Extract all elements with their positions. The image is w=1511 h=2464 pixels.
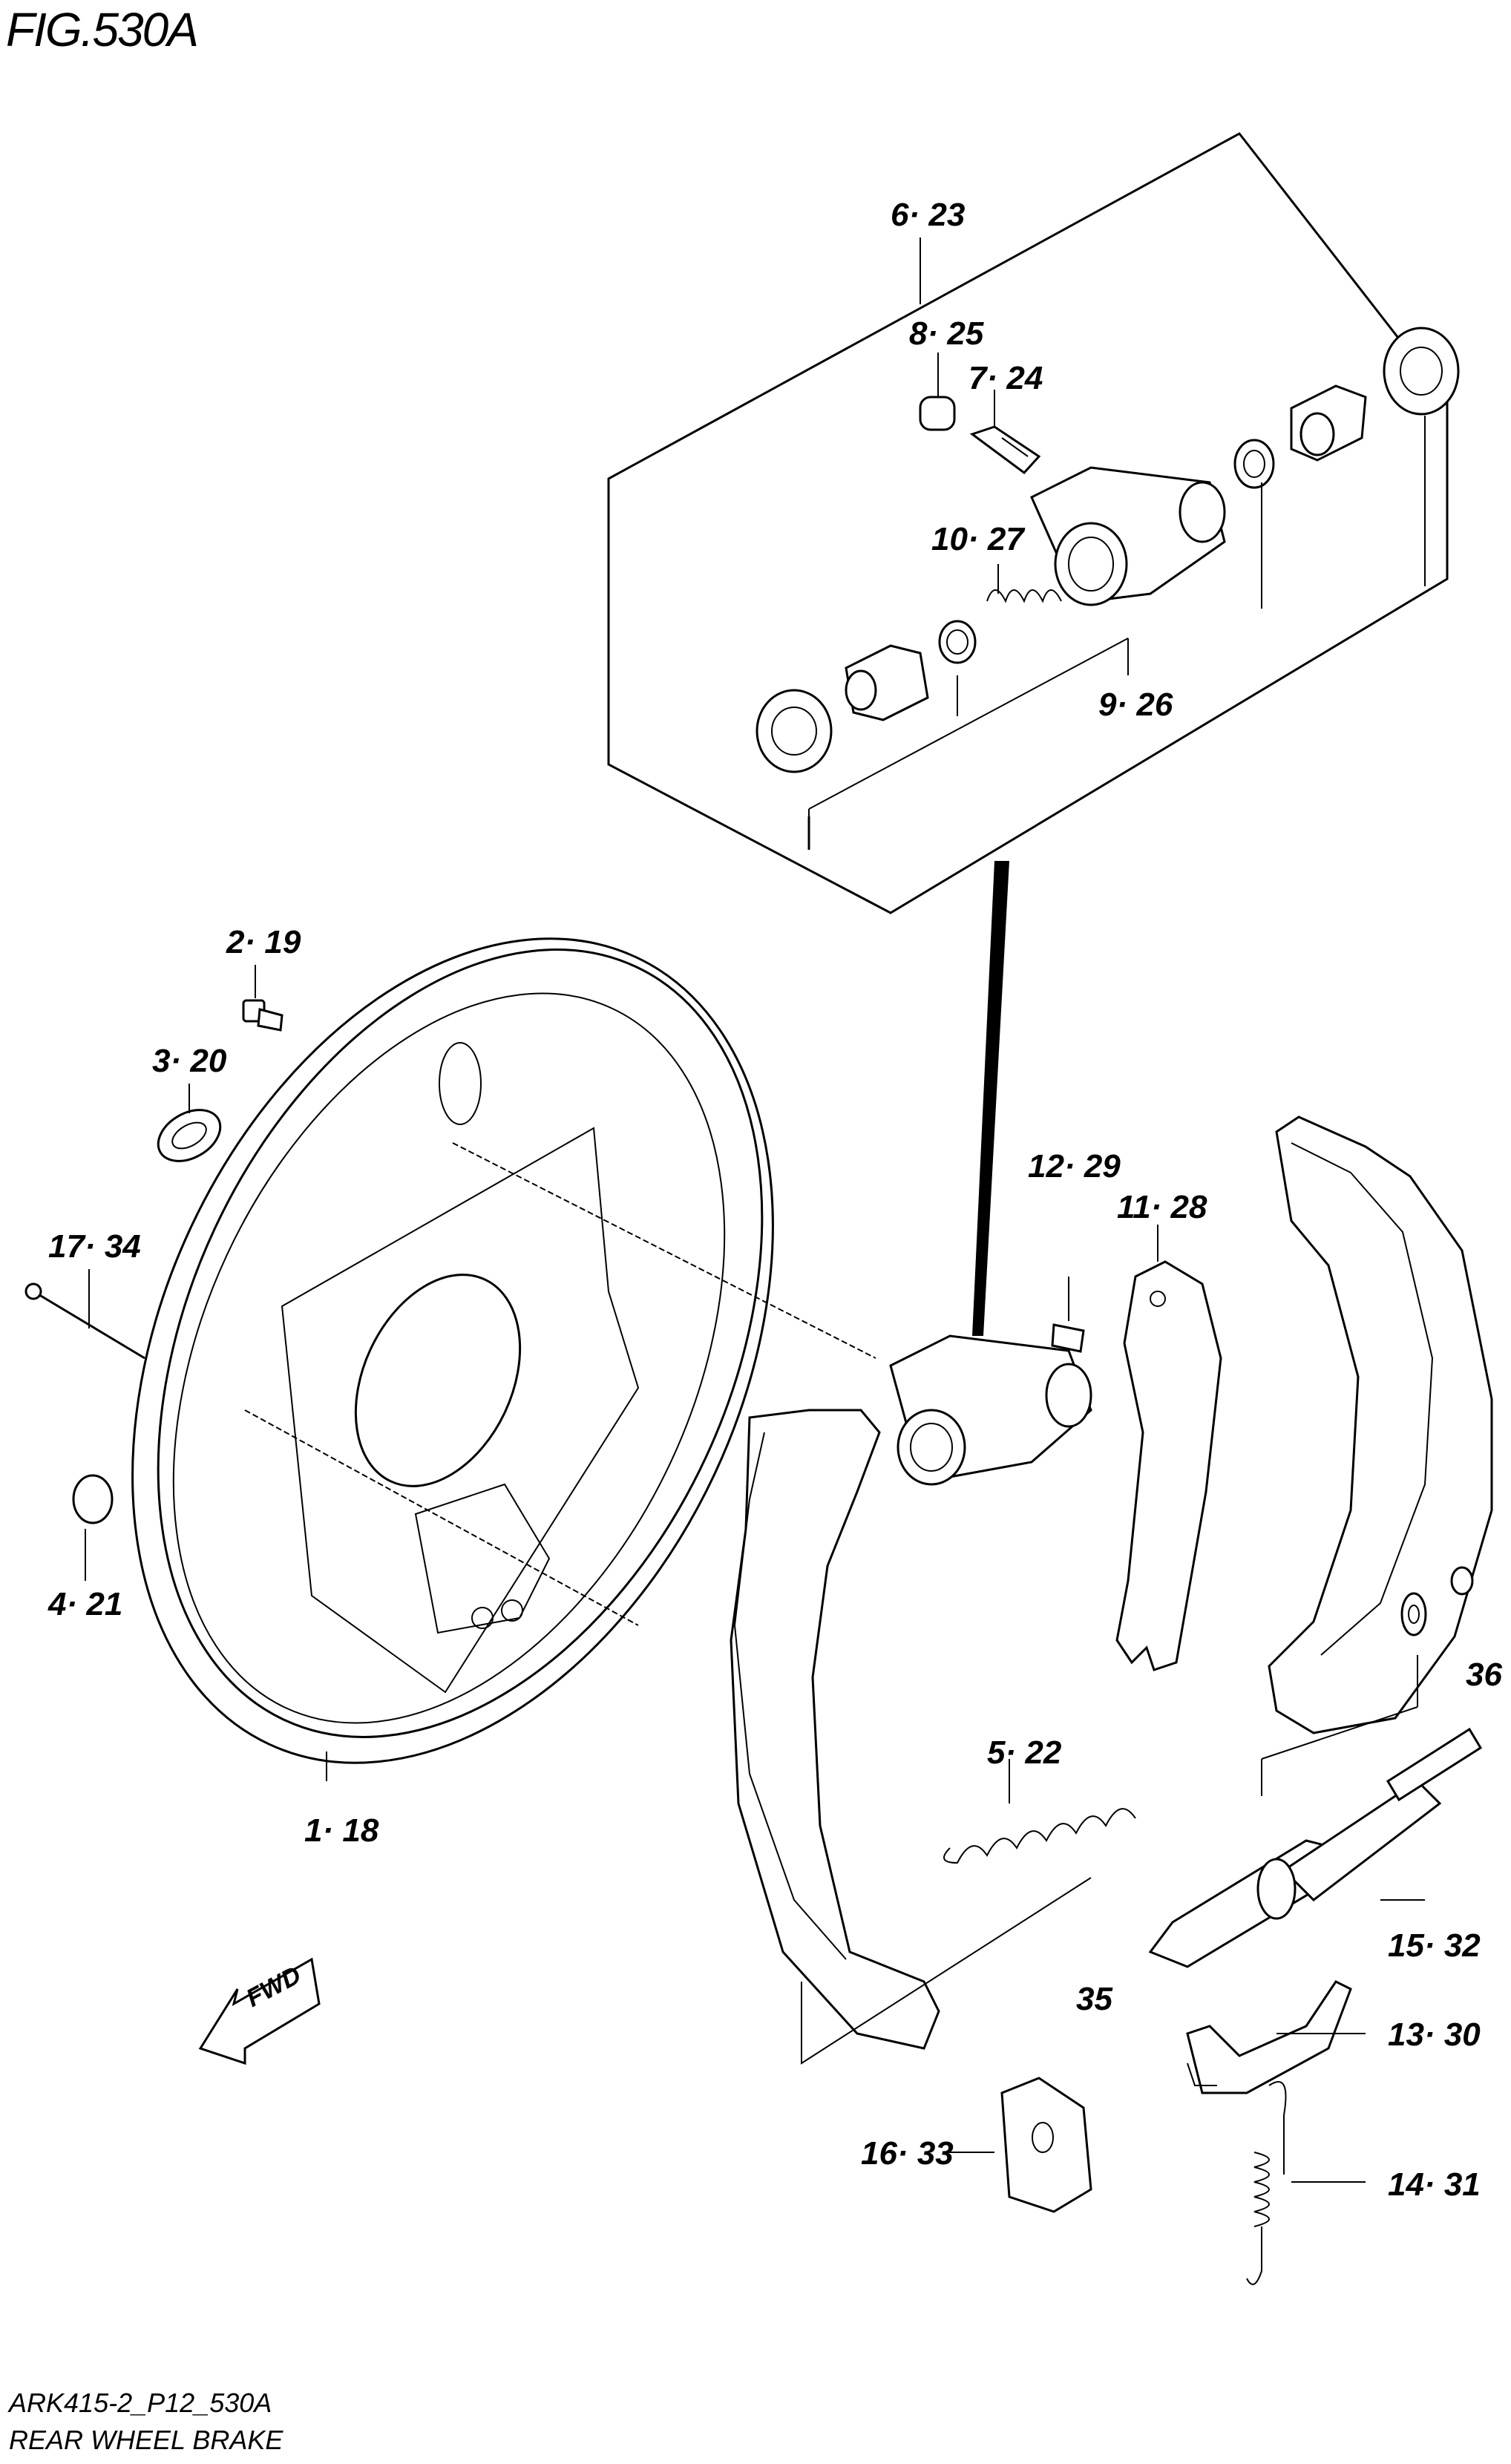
brake-shoe-right-icon <box>1268 1115 1493 1734</box>
retainer-clip-icon <box>1000 2077 1092 2213</box>
callout-3-20: 3· 20 <box>152 1043 227 1079</box>
callout-4-21: 4· 21 <box>48 1586 123 1622</box>
bolt-icon <box>242 999 283 1032</box>
screw-icon <box>1051 1323 1085 1353</box>
callout-8-25: 8· 25 <box>909 315 984 352</box>
callout-17-34: 17· 34 <box>48 1228 141 1265</box>
cap-icon <box>72 1474 114 1524</box>
figure-caption: REAR WHEEL BRAKE <box>9 2425 283 2455</box>
pin-icon <box>24 1282 145 1360</box>
fwd-arrow-icon <box>198 1957 321 2065</box>
callout-7-24: 7· 24 <box>968 360 1043 396</box>
wheel-cylinder-body-icon <box>1030 466 1226 606</box>
kit-to-assembly-pointer <box>972 861 1009 1336</box>
brake-shoe-left-icon <box>730 1409 940 2050</box>
piston-left-icon <box>845 644 929 721</box>
callout-6-23: 6· 23 <box>891 197 966 233</box>
wheel-cylinder-icon <box>889 1334 1092 1486</box>
hold-down-spring-icon <box>1246 2081 1287 2285</box>
bleeder-cap-icon <box>919 396 956 431</box>
piston-cup-right-icon <box>1233 439 1275 489</box>
drawing-code: ARK415-2_P12_530A <box>9 2388 272 2418</box>
callout-9-26: 9· 26 <box>1098 687 1173 723</box>
callout-16-33: 16· 33 <box>861 2135 954 2172</box>
spring-icon <box>943 1808 1136 1864</box>
piston-right-icon <box>1290 384 1367 462</box>
boot-right-icon <box>1383 327 1460 416</box>
callout-36: 36 <box>1466 1657 1502 1693</box>
callout-2-19: 2· 19 <box>226 924 301 960</box>
return-spring-kit-icon <box>986 589 1062 603</box>
callout-35: 35 <box>1076 1981 1112 2017</box>
piston-cup-left-icon <box>938 620 977 664</box>
callout-1-18: 1· 18 <box>304 1812 379 1849</box>
callout-14-31: 14· 31 <box>1388 2166 1481 2203</box>
callout-5-22: 5· 22 <box>987 1734 1062 1771</box>
strut-icon <box>1186 1980 1352 2094</box>
clip-icon <box>1450 1566 1474 1596</box>
parking-lever-icon <box>1115 1260 1222 1671</box>
bleeder-screw-icon <box>969 425 1041 475</box>
callout-10-27: 10· 27 <box>931 521 1024 557</box>
callout-11-28: 11· 28 <box>1117 1189 1207 1225</box>
backing-plate-icon <box>131 937 774 1764</box>
callout-15-32: 15· 32 <box>1388 1927 1481 1964</box>
washer-icon <box>1400 1592 1427 1636</box>
callout-12-29: 12· 29 <box>1028 1148 1121 1185</box>
adjuster-icon <box>1148 1727 1483 1968</box>
callout-13-30: 13· 30 <box>1388 2016 1481 2053</box>
figure-title: FIG.530A <box>6 3 199 56</box>
wheel-cylinder-kit-box <box>607 132 1449 914</box>
boot-left-icon <box>756 689 833 773</box>
plug-icon <box>157 1109 222 1162</box>
